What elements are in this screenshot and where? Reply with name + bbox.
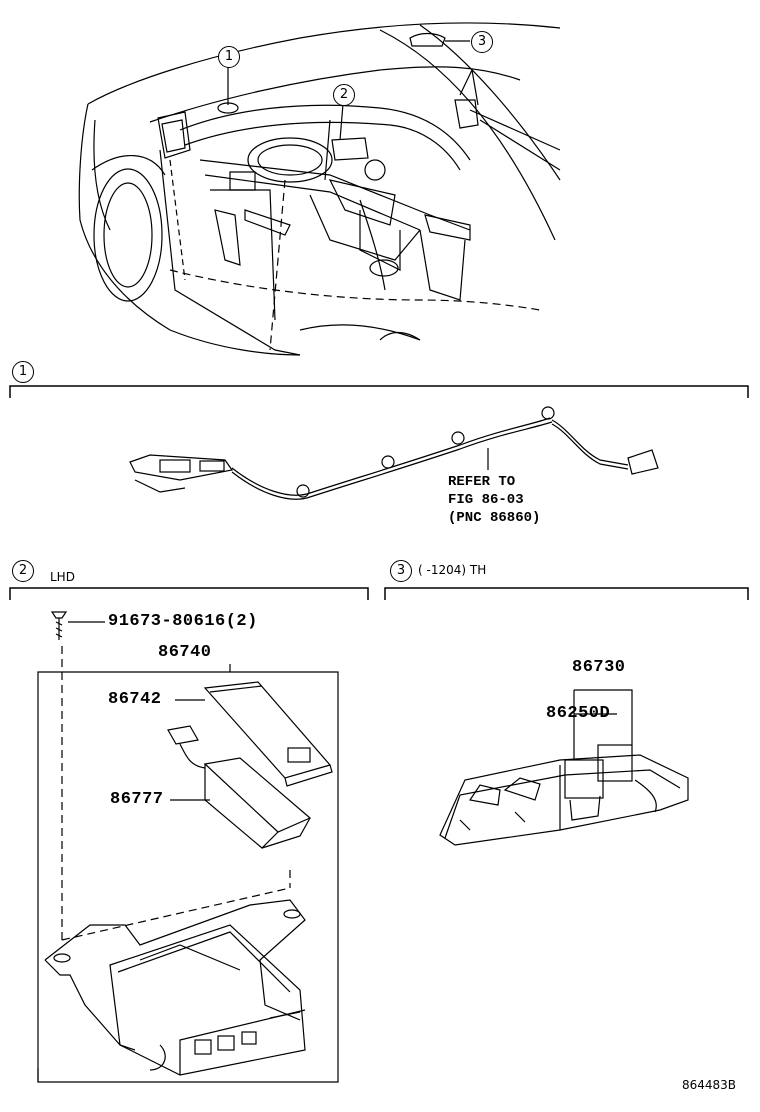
part-number-sub: 86250D [546,704,611,723]
refer-note-line-1: REFER TO [448,474,516,490]
illustration-id: 864483B [682,1078,737,1092]
part-number-plug: 86777 [110,790,164,809]
part-number-assembly: 86740 [158,643,212,662]
refer-note-line-2: FIG 86-03 [448,492,524,508]
callout-2: 2 [333,84,355,106]
section-1-badge: 1 [12,361,34,383]
section-2-badge: 2 [12,560,34,582]
vehicle-overview-illustration [78,22,561,356]
wire-harness-illustration [129,406,659,500]
refer-note-line-3: (PNC 86860) [448,510,541,526]
part-number-bolt: 91673-80616(2) [108,612,258,631]
section-3-label: ( -1204) TH [418,563,487,577]
switch-assembly-illustration [439,689,689,846]
part-number-top: 86730 [572,658,626,677]
module-assembly-illustration [37,611,339,1083]
part-number-cover: 86742 [108,690,162,709]
callout-1: 1 [218,46,240,68]
callout-3: 3 [471,31,493,53]
section-2-label: LHD [50,570,75,584]
section-3-badge: 3 [390,560,412,582]
